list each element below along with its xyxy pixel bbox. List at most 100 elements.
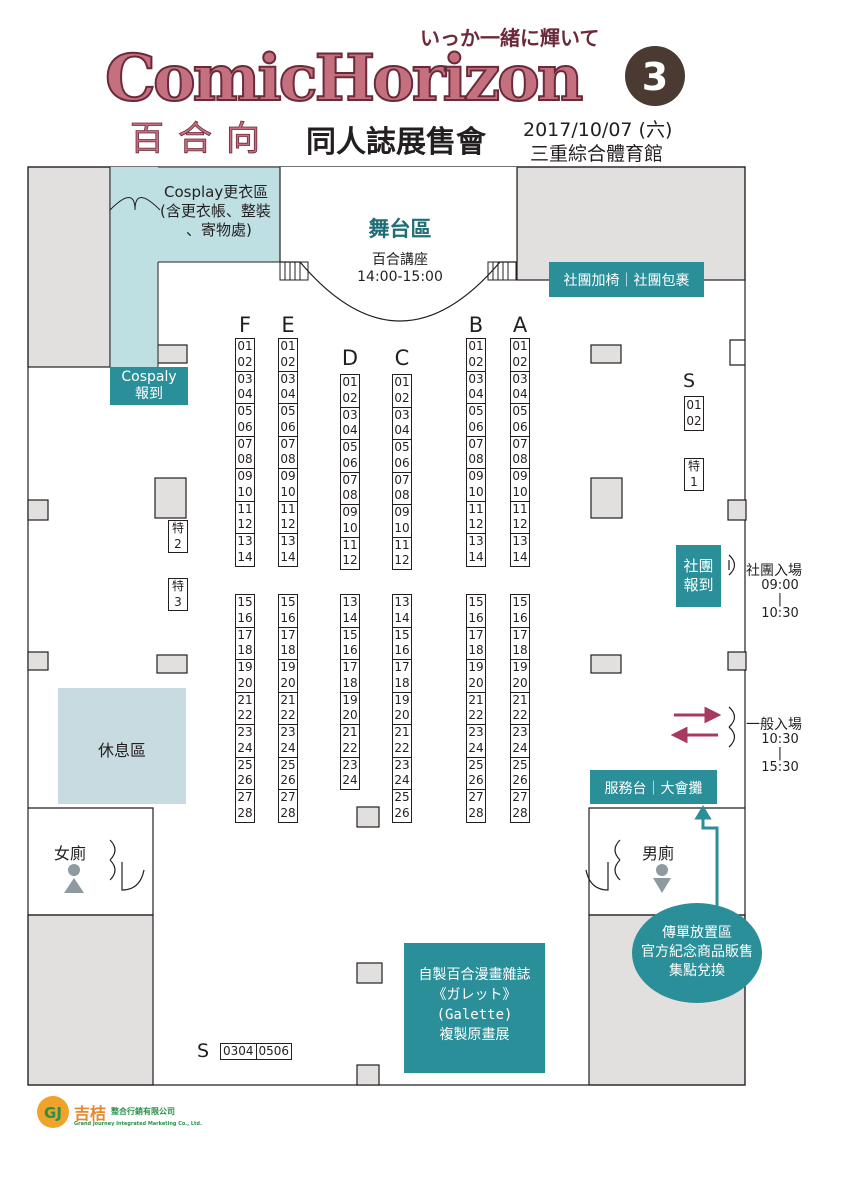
logo-tagline: いっか一緒に輝いて bbox=[420, 26, 599, 50]
booth-number: 12 bbox=[342, 553, 358, 568]
general-door-icon bbox=[728, 706, 736, 748]
booth-number: 07 bbox=[237, 436, 253, 451]
event-venue: 三重綜合體育館 bbox=[530, 143, 663, 165]
booth-number: 21 bbox=[512, 692, 528, 707]
booth-number: 13 bbox=[394, 595, 410, 609]
special-s-bottom-booth[interactable]: 0304 0506 bbox=[220, 1043, 292, 1060]
booth-number: 14 bbox=[512, 549, 528, 564]
booth-number: 18 bbox=[237, 643, 253, 658]
booth-number: 28 bbox=[237, 805, 253, 820]
booth-number: 27 bbox=[512, 790, 528, 804]
booth-number: 09 bbox=[342, 505, 358, 519]
